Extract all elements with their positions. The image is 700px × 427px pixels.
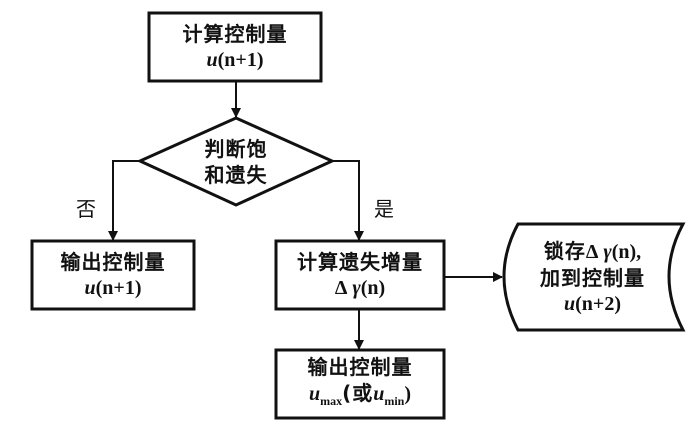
subscript-max: max xyxy=(320,394,343,408)
node-output-control-label: 输出控制量 u(n+1) xyxy=(32,241,194,309)
var-u: u xyxy=(206,49,218,71)
delta-symbol: Δ xyxy=(334,277,348,299)
var-u: u xyxy=(84,277,96,299)
close-paren: ) xyxy=(404,383,412,405)
latch-text-line2: 加到控制量 xyxy=(540,265,645,290)
delta-symbol: Δ xyxy=(585,240,599,263)
node-decision-diamond xyxy=(136,116,336,207)
decision-text-line1: 判断饱 xyxy=(204,137,268,161)
compute-loss-text: 计算遗失增量 xyxy=(297,250,423,274)
node-output-limit-box xyxy=(274,348,446,420)
var-u-max: u xyxy=(308,383,321,405)
edge-label-yes: 是 xyxy=(374,197,394,221)
var-gamma: γ xyxy=(603,240,612,263)
node-output-control-box xyxy=(30,239,196,311)
index-expr: (n) xyxy=(360,277,386,299)
decision-text-line2: 和遗失 xyxy=(204,163,268,187)
index-expr: (n+1) xyxy=(217,49,264,71)
subscript-min: min xyxy=(384,394,405,408)
compute-control-text: 计算控制量 xyxy=(182,22,288,46)
output-limit-text: 输出控制量 xyxy=(307,355,413,379)
var-gamma: γ xyxy=(352,277,361,299)
node-decision-label: 判断饱 和遗失 xyxy=(176,133,296,191)
index-expr: (n+2) xyxy=(575,292,621,315)
node-latch-shape xyxy=(502,222,686,332)
latch-text: 锁存 xyxy=(543,238,586,263)
var-u: u xyxy=(564,292,576,315)
node-compute-loss-label: 计算遗失增量 Δ γ(n) xyxy=(276,241,444,309)
index-expr: (n), xyxy=(611,240,642,263)
edge-decision-no xyxy=(108,160,140,241)
or-text: (或 xyxy=(342,381,374,405)
edge-decision-yes xyxy=(332,160,364,241)
node-output-limit-label: 输出控制量 umax(或umin) xyxy=(276,350,444,418)
index-expr: (n+1) xyxy=(95,277,142,299)
output-control-text: 输出控制量 xyxy=(60,250,166,274)
node-compute-control-label: 计算控制量 u(n+1) xyxy=(149,13,321,81)
var-u-min: u xyxy=(373,383,385,405)
edge-label-no: 否 xyxy=(76,197,96,221)
node-latch-label: 锁存Δ γ(n), 加到控制量 u(n+2) xyxy=(510,226,675,328)
